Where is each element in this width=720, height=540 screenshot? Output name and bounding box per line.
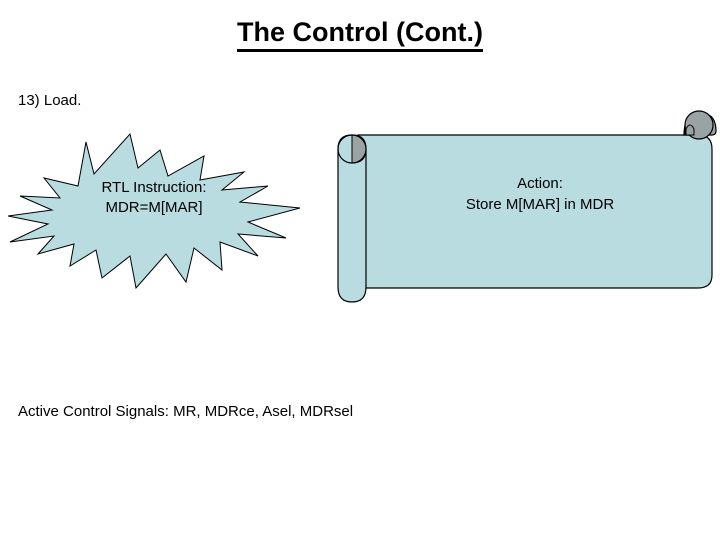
scroll-label-block: Action: Store M[MAR] in MDR xyxy=(362,173,718,215)
step-label: 13) Load. xyxy=(18,92,82,109)
rtl-instruction-starburst: RTL Instruction: MDR=M[MAR] xyxy=(8,130,300,290)
horizontal-scroll-shape-icon xyxy=(337,110,717,303)
page-title: The Control (Cont.) xyxy=(0,16,720,52)
starburst-label-block: RTL Instruction: MDR=M[MAR] xyxy=(8,178,300,218)
starburst-label-line-1: RTL Instruction: xyxy=(101,179,207,196)
active-control-signals-note: Active Control Signals: MR, MDRce, Asel,… xyxy=(18,403,354,420)
scroll-label-line-2: Store M[MAR] in MDR xyxy=(465,196,615,213)
starburst-label-line-2: MDR=M[MAR] xyxy=(105,199,203,216)
page-title-text: The Control (Cont.) xyxy=(237,17,483,52)
scroll-label-line-1: Action: xyxy=(517,175,563,192)
starburst-shape-icon xyxy=(8,132,300,290)
action-scroll-banner: Action: Store M[MAR] in MDR xyxy=(332,105,718,310)
